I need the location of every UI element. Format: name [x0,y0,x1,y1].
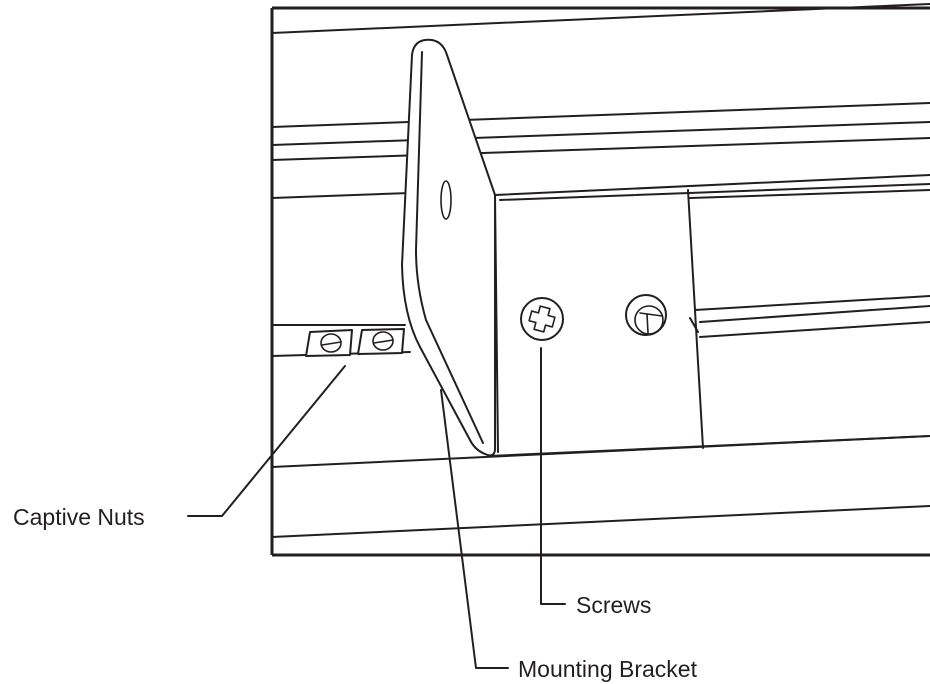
captive-nuts [305,317,699,357]
screws [520,294,667,341]
mounting-bracket-plate [401,38,496,457]
clamp-block [494,174,930,453]
captive-nuts-label: Captive Nuts [13,504,145,530]
leader-mounting-bracket [440,389,509,669]
mounting-bracket-label: Mounting Bracket [518,656,697,682]
leader-captive-nuts [187,365,346,517]
leader-lines [187,347,566,669]
screws-label: Screws [576,592,652,618]
rail-lines [271,3,930,538]
detail-frame [270,6,930,557]
leader-screws [540,347,566,605]
